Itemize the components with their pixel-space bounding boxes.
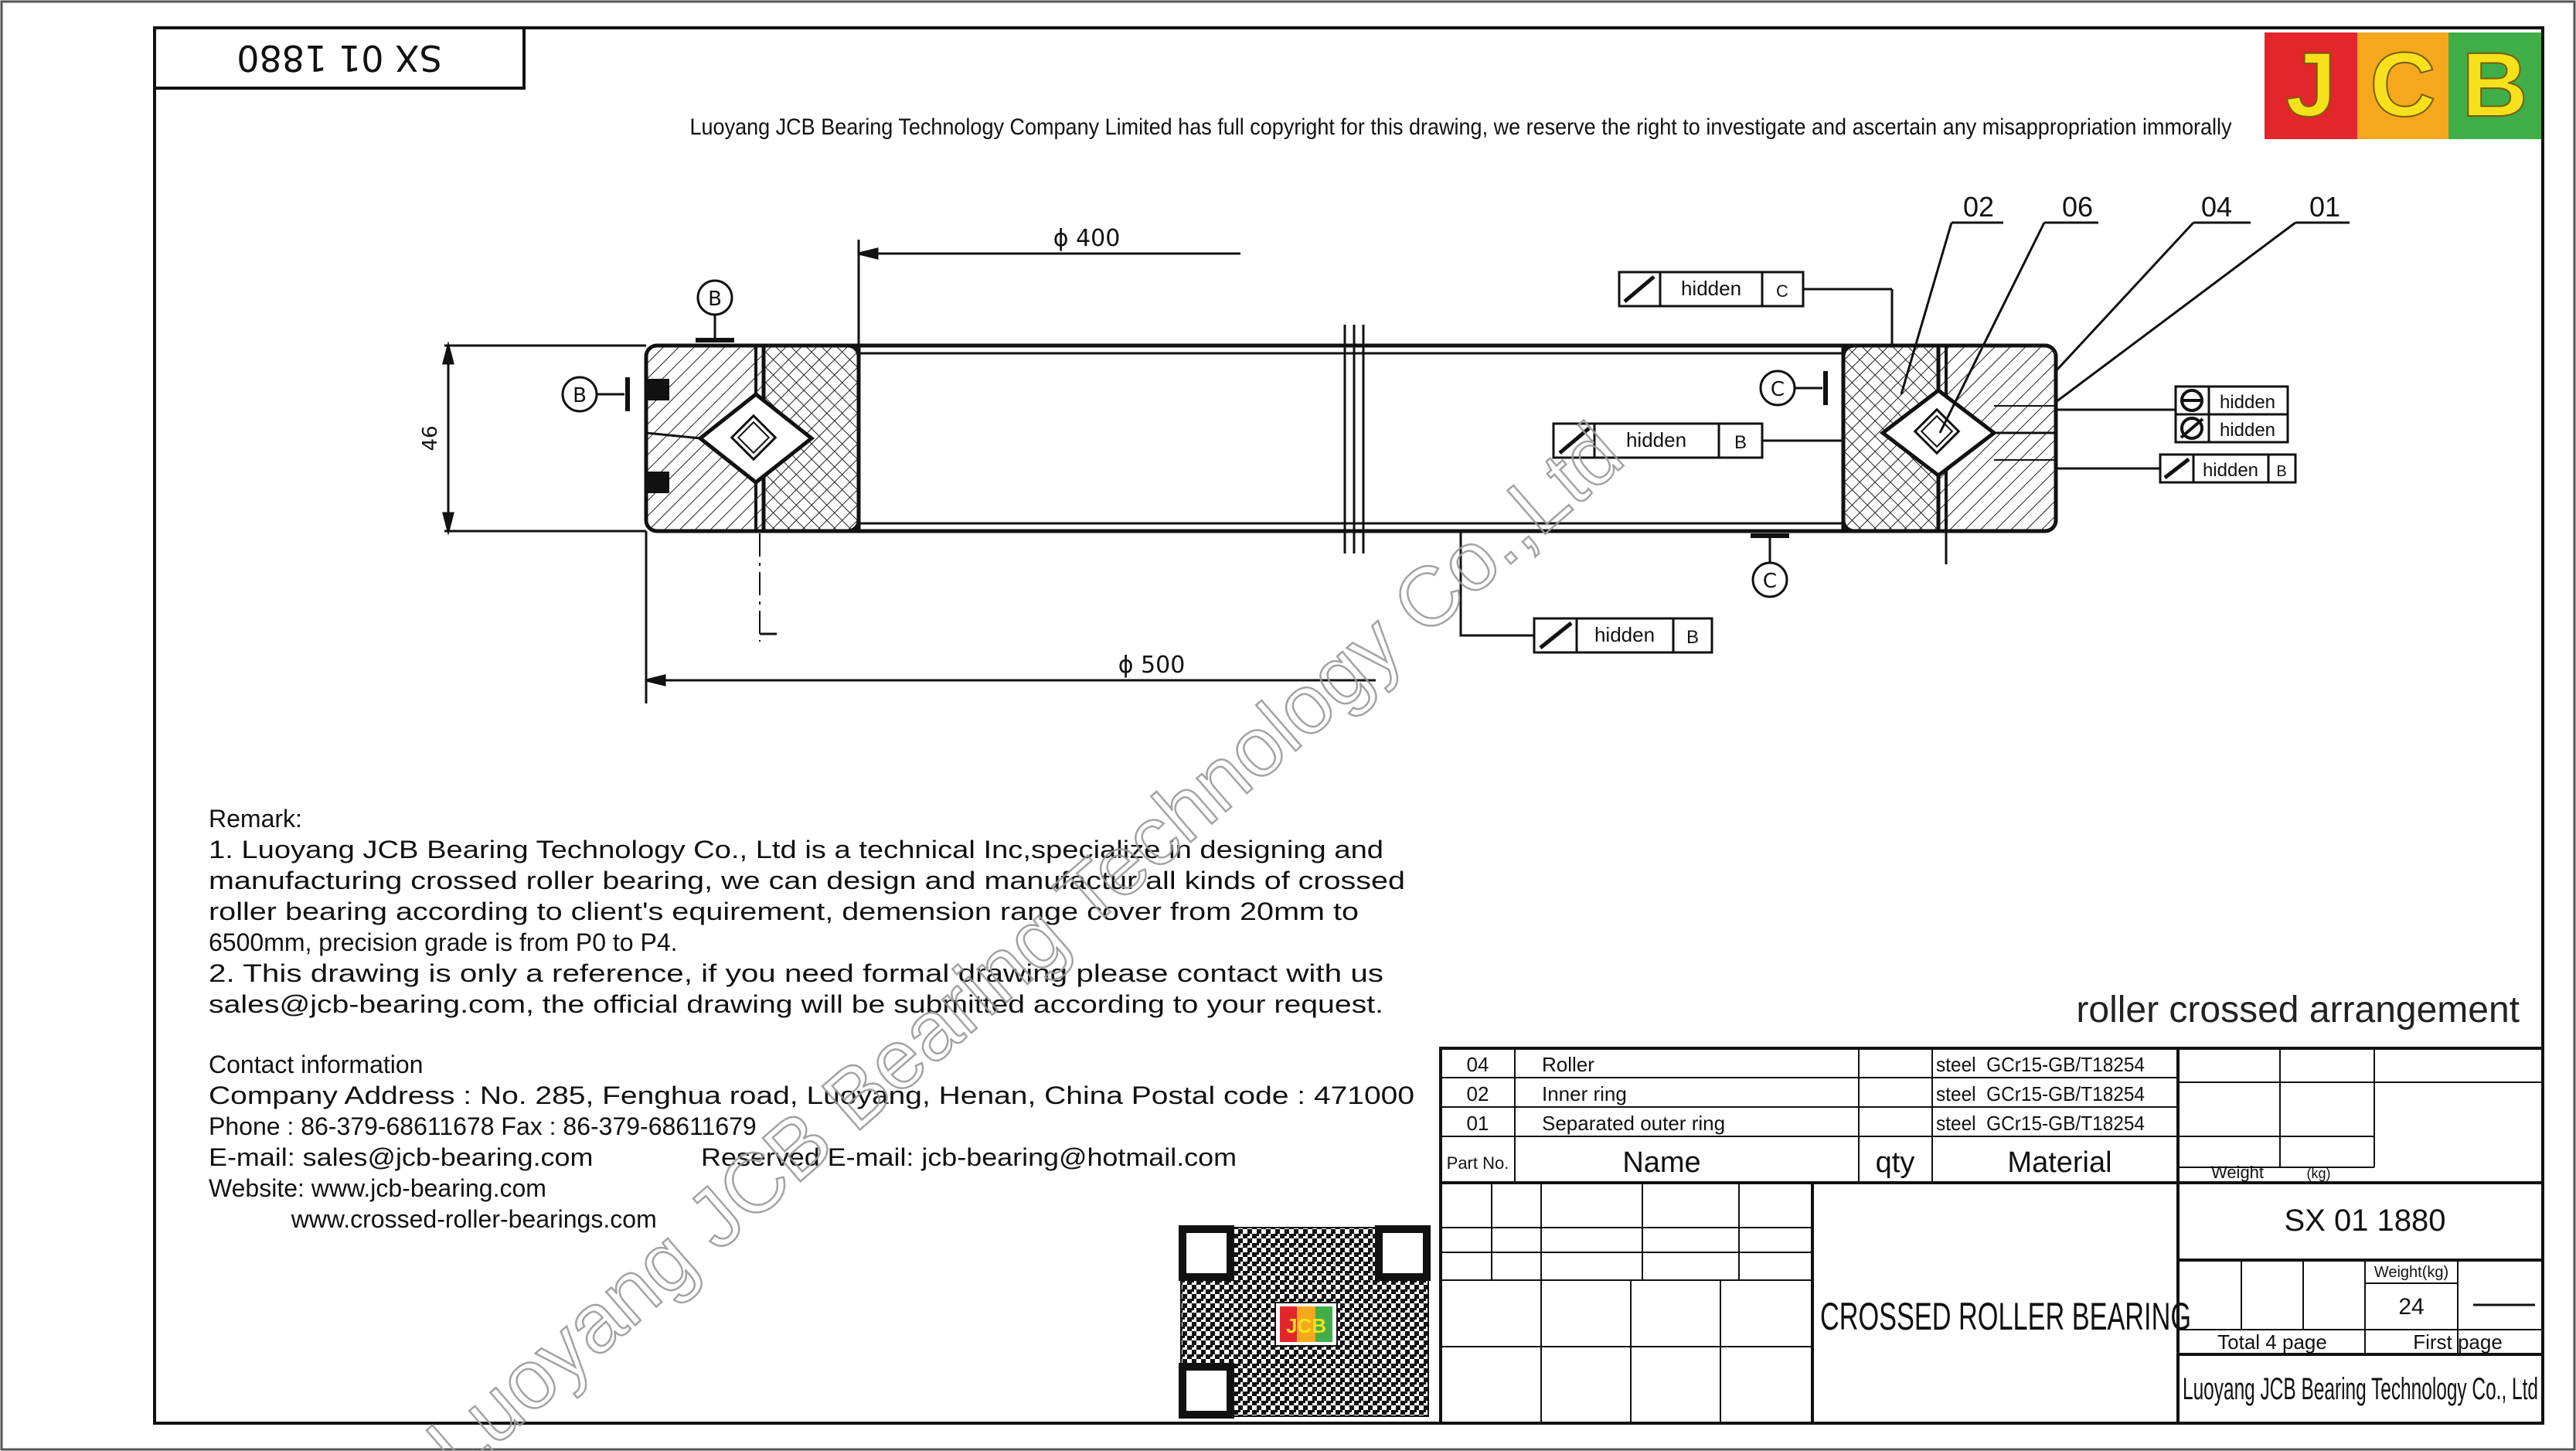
svg-text:Part No.: Part No. — [1447, 1153, 1509, 1173]
product-name: CROSSED ROLLER BEARING — [1820, 1295, 2191, 1338]
copyright-notice: Luoyang JCB Bearing Technology Company L… — [690, 114, 2232, 140]
tolerance-frame-1: hidden C — [1618, 271, 1894, 346]
svg-text:hidden: hidden — [1594, 623, 1655, 646]
callout-04: 04 — [2201, 191, 2232, 223]
svg-text:qty: qty — [1876, 1146, 1915, 1179]
model-number: SX 01 1880 — [2284, 1204, 2445, 1238]
remark-block: Remark: 1. Luoyang JCB Bearing Technolog… — [209, 805, 1405, 1018]
callout-06: 06 — [2062, 191, 2093, 223]
tolerance-frame-2: hidden B — [1552, 422, 1843, 459]
contact-block: Contact information Company Address : No… — [209, 1051, 1414, 1233]
svg-text:hidden: hidden — [1681, 277, 1741, 300]
svg-text:Name: Name — [1622, 1146, 1700, 1179]
weight-value: 24 — [2398, 1294, 2424, 1320]
datum-c-right: C — [1759, 370, 1828, 407]
svg-text:hidden: hidden — [1626, 428, 1686, 451]
svg-text:B: B — [2276, 463, 2286, 480]
tolerance-frame-3: hidden B — [2056, 453, 2297, 484]
qr-badge: JCB — [1286, 1314, 1326, 1337]
svg-text:C: C — [1763, 570, 1777, 593]
svg-text:B: B — [708, 288, 722, 311]
datum-c-bottom: C — [1751, 533, 1789, 598]
height-label: 46 — [419, 425, 442, 451]
svg-text:2. This drawing is only a refe: 2. This drawing is only a reference, if … — [209, 959, 1383, 987]
svg-text:hidden: hidden — [2203, 460, 2258, 481]
svg-text:1. Luoyang JCB Bearing Technol: 1. Luoyang JCB Bearing Technology Co., L… — [209, 836, 1383, 863]
drawing-frame — [153, 26, 2544, 1425]
tolerance-stack: hidden hidden — [2056, 385, 2289, 444]
callout-02: 02 — [1963, 191, 1994, 223]
tolerance-frame-4: hidden B — [1459, 531, 1713, 654]
title-block-grid — [1439, 1047, 2544, 1425]
svg-text:Phone : 86-379-68611678 Fax :: Phone : 86-379-68611678 Fax : 86-379-686… — [209, 1112, 757, 1140]
svg-text:hidden: hidden — [2220, 420, 2275, 441]
svg-text:C: C — [1776, 281, 1788, 301]
svg-text:Total 4 page: Total 4 page — [2217, 1330, 2327, 1354]
svg-text:First page: First page — [2413, 1330, 2503, 1354]
svg-text:B: B — [1686, 627, 1699, 648]
svg-text:J: J — [2285, 34, 2336, 136]
svg-text:Weight: Weight — [2211, 1163, 2264, 1182]
svg-text:(kg): (kg) — [2307, 1166, 2331, 1181]
svg-text:C: C — [2370, 34, 2435, 136]
remark-heading: Remark: — [209, 805, 302, 833]
svg-text:Company Address : No. 285, Fe: Company Address : No. 285, Fenghua road,… — [209, 1081, 1414, 1109]
svg-text:Weight(kg): Weight(kg) — [2374, 1264, 2448, 1281]
part-code-box — [153, 26, 526, 90]
svg-text:04: 04 — [1467, 1053, 1489, 1076]
svg-text:E-mail: sales@jcb-bearing.com: E-mail: sales@jcb-bearing.com Reserved E… — [209, 1143, 1237, 1171]
svg-text:manufacturing crossed roller b: manufacturing crossed roller bearing, we… — [209, 867, 1405, 894]
svg-text:steel GCr15-GB/T18254: steel GCr15-GB/T18254 — [1936, 1053, 2145, 1076]
contact-heading: Contact information — [209, 1051, 423, 1078]
svg-text:B: B — [2462, 34, 2527, 136]
part-code-mirrored: SX 01 1880 — [237, 37, 442, 79]
svg-text:Website: www.jcb-bearing.com: Website: www.jcb-bearing.com — [209, 1174, 546, 1202]
svg-text:B: B — [573, 384, 587, 407]
svg-text:C: C — [1771, 378, 1785, 401]
callouts — [1900, 221, 2350, 434]
svg-text:6500mm, precision grade is fro: 6500mm, precision grade is from P0 to P4… — [209, 928, 678, 956]
svg-text:sales@jcb-bearing.com, the off: sales@jcb-bearing.com, the official draw… — [209, 990, 1383, 1018]
svg-text:steel GCr15-GB/T18254: steel GCr15-GB/T18254 — [1936, 1112, 2145, 1135]
svg-text:Separated outer ring: Separated outer ring — [1542, 1112, 1725, 1135]
callout-01: 01 — [2309, 191, 2340, 223]
svg-text:B: B — [1734, 432, 1747, 453]
outer-diameter-label: ϕ 500 — [1118, 652, 1186, 679]
svg-text:Roller: Roller — [1542, 1053, 1594, 1076]
svg-text:02: 02 — [1467, 1082, 1489, 1105]
qr-code: JCB — [1179, 1225, 1431, 1419]
svg-text:Material: Material — [2007, 1146, 2112, 1179]
svg-text:Inner ring: Inner ring — [1542, 1082, 1627, 1105]
company-name: Luoyang JCB Bearing Technology Co., Ltd — [2183, 1372, 2538, 1406]
svg-text:www.crossed-roller-bearings.co: www.crossed-roller-bearings.com — [209, 1205, 657, 1233]
svg-text:01: 01 — [1467, 1112, 1489, 1135]
inner-diameter-label: ϕ 400 — [1053, 225, 1121, 252]
svg-text:steel GCr15-GB/T18254: steel GCr15-GB/T18254 — [1936, 1082, 2145, 1105]
dimension-lines — [442, 240, 1376, 703]
bearing-section-view — [644, 325, 2058, 642]
parts-table-text: 04 Roller steel GCr15-GB/T18254 02 Inner… — [1447, 1053, 2538, 1406]
jcb-logo: J C B — [2265, 32, 2541, 139]
svg-text:hidden: hidden — [2220, 392, 2275, 413]
svg-text:roller bearing according to cl: roller bearing according to client's equ… — [209, 898, 1359, 925]
datum-b-top: B — [696, 279, 734, 342]
arrangement-label: roller crossed arrangement — [2076, 989, 2520, 1030]
datum-b-left: B — [561, 376, 630, 413]
